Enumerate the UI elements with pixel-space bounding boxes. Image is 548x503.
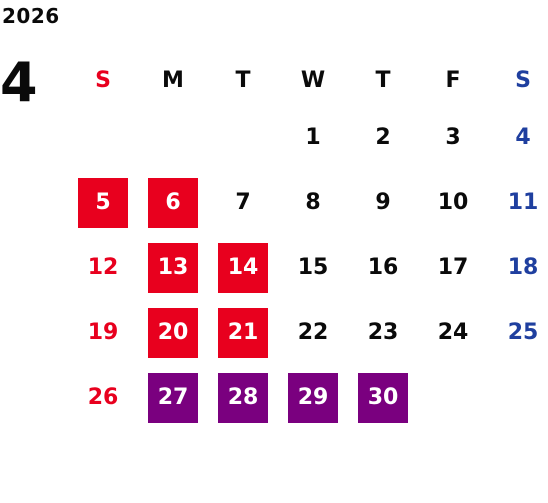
day-number: 16 <box>367 255 399 280</box>
day-cell[interactable]: 19 <box>68 300 138 365</box>
day-cell[interactable]: 12 <box>68 235 138 300</box>
day-number: 7 <box>235 190 251 215</box>
day-number: 13 <box>148 242 198 293</box>
day-number: 8 <box>305 190 321 215</box>
weekday-header-tue: T <box>235 67 251 93</box>
day-number: 17 <box>437 255 469 280</box>
day-cell-highlighted[interactable]: 5 <box>68 170 138 235</box>
day-number: 6 <box>148 177 198 228</box>
day-number: 21 <box>218 307 268 358</box>
day-cell[interactable]: 7 <box>208 170 278 235</box>
weekday-header-thu: T <box>375 67 391 93</box>
day-cell-empty <box>488 365 548 430</box>
day-number: 10 <box>437 190 469 215</box>
calendar-grid: S M T W T F S 1 2 3 4 5 6 7 8 9 10 11 12… <box>68 55 548 430</box>
day-cell[interactable]: 3 <box>418 105 488 170</box>
day-cell-highlighted[interactable]: 28 <box>208 365 278 430</box>
year-label: 2026 <box>2 4 60 28</box>
day-cell[interactable]: 26 <box>68 365 138 430</box>
day-cell[interactable]: 8 <box>278 170 348 235</box>
weekday-header-sun: S <box>95 67 111 93</box>
day-cell[interactable]: 24 <box>418 300 488 365</box>
day-number: 14 <box>218 242 268 293</box>
day-number: 11 <box>507 190 539 215</box>
day-number: 25 <box>507 320 539 345</box>
day-number: 2 <box>375 125 391 150</box>
day-cell[interactable]: 1 <box>278 105 348 170</box>
day-cell[interactable]: 25 <box>488 300 548 365</box>
day-cell-highlighted[interactable]: 14 <box>208 235 278 300</box>
day-cell-empty <box>68 105 138 170</box>
day-cell-highlighted[interactable]: 27 <box>138 365 208 430</box>
day-number: 9 <box>375 190 391 215</box>
month-number: 4 <box>0 51 38 114</box>
day-number: 29 <box>288 372 338 423</box>
day-number: 1 <box>305 125 321 150</box>
day-cell-highlighted[interactable]: 20 <box>138 300 208 365</box>
day-number: 23 <box>367 320 399 345</box>
weekday-header-fri: F <box>445 67 461 93</box>
day-cell-empty <box>208 105 278 170</box>
day-cell[interactable]: 18 <box>488 235 548 300</box>
day-number: 20 <box>148 307 198 358</box>
day-number: 28 <box>218 372 268 423</box>
day-cell[interactable]: 10 <box>418 170 488 235</box>
day-cell[interactable]: 16 <box>348 235 418 300</box>
day-cell[interactable]: 9 <box>348 170 418 235</box>
day-cell-highlighted[interactable]: 13 <box>138 235 208 300</box>
day-cell-highlighted[interactable]: 21 <box>208 300 278 365</box>
day-cell[interactable]: 2 <box>348 105 418 170</box>
day-cell[interactable]: 15 <box>278 235 348 300</box>
day-cell[interactable]: 23 <box>348 300 418 365</box>
day-number: 27 <box>148 372 198 423</box>
day-cell-highlighted[interactable]: 29 <box>278 365 348 430</box>
day-cell[interactable]: 11 <box>488 170 548 235</box>
day-number: 22 <box>297 320 329 345</box>
day-cell[interactable]: 4 <box>488 105 548 170</box>
day-number: 5 <box>78 177 128 228</box>
day-number: 26 <box>87 385 119 410</box>
weekday-header-wed: W <box>300 67 326 93</box>
day-cell[interactable]: 17 <box>418 235 488 300</box>
day-number: 4 <box>515 125 531 150</box>
day-number: 18 <box>507 255 539 280</box>
day-cell-empty <box>138 105 208 170</box>
day-number: 12 <box>87 255 119 280</box>
day-cell[interactable]: 22 <box>278 300 348 365</box>
weekday-header-mon: M <box>162 67 184 93</box>
day-cell-highlighted[interactable]: 6 <box>138 170 208 235</box>
day-number: 30 <box>358 372 408 423</box>
day-number: 19 <box>87 320 119 345</box>
day-number: 15 <box>297 255 329 280</box>
day-number: 24 <box>437 320 469 345</box>
day-cell-empty <box>418 365 488 430</box>
day-cell-highlighted[interactable]: 30 <box>348 365 418 430</box>
day-number: 3 <box>445 125 461 150</box>
weekday-header-sat: S <box>515 67 531 93</box>
